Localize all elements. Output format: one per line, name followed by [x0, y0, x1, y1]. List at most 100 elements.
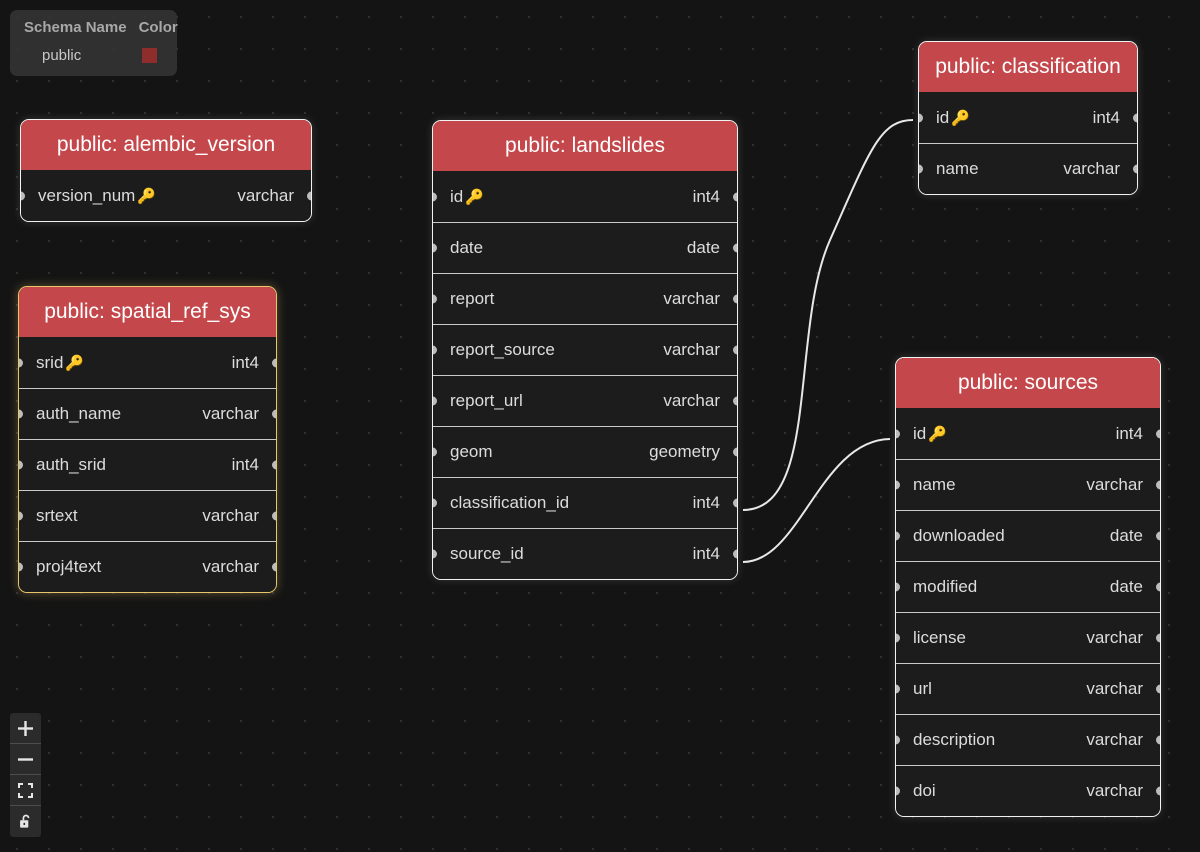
column-row[interactable]: id🔑int4 [433, 171, 737, 222]
connector-handle-right[interactable] [272, 562, 276, 572]
primary-key-icon: 🔑 [928, 426, 947, 443]
connector-handle-right[interactable] [272, 409, 276, 419]
connector-handle-left[interactable] [19, 460, 23, 470]
connector-handle-right[interactable] [733, 447, 737, 457]
connector-handle-right[interactable] [733, 294, 737, 304]
connector-handle-left[interactable] [19, 562, 23, 572]
column-name: proj4text [36, 557, 101, 577]
column-row[interactable]: modified date [896, 561, 1160, 612]
column-type: int4 [692, 186, 720, 206]
column-name: license [913, 628, 966, 648]
column-type: varchar [202, 404, 259, 423]
connector-handle-left[interactable] [896, 582, 900, 592]
schema-legend: Schema Name Color public [10, 10, 178, 76]
connector-handle-left[interactable] [19, 358, 23, 367]
connector-handle-right[interactable] [272, 511, 276, 521]
connector-handle-left[interactable] [19, 511, 23, 521]
fit-view-button[interactable] [10, 775, 41, 806]
connector-handle-left[interactable] [896, 684, 900, 694]
column-name-text: name [936, 159, 979, 178]
column-row[interactable]: id🔑int4 [919, 92, 1137, 143]
column-row[interactable]: version_num🔑varchar [21, 170, 311, 221]
connector-handle-right[interactable] [1133, 164, 1137, 174]
connector-handle-right[interactable] [272, 460, 276, 470]
connector-handle-right[interactable] [1156, 531, 1160, 541]
column-type: int4 [692, 544, 720, 563]
connector-handle-left[interactable] [21, 191, 25, 200]
connector-handle-right[interactable] [1156, 735, 1160, 745]
connector-handle-left[interactable] [19, 409, 23, 419]
connector-handle-right[interactable] [1156, 633, 1160, 643]
zoom-out-button[interactable] [10, 744, 41, 775]
connector-handle-right[interactable] [733, 396, 737, 406]
column-row[interactable]: srid🔑int4 [19, 337, 276, 388]
connector-handle-left[interactable] [433, 447, 437, 457]
lock-toggle-button[interactable] [10, 806, 41, 837]
connector-handle-left[interactable] [433, 396, 437, 406]
connector-handle-right[interactable] [1156, 480, 1160, 490]
connector-handle-right[interactable] [733, 549, 737, 559]
connector-handle-left[interactable] [919, 164, 923, 174]
connector-handle-right[interactable] [1156, 786, 1160, 796]
connector-handle-right[interactable] [1156, 582, 1160, 592]
connector-handle-right[interactable] [272, 358, 276, 367]
connector-handle-right[interactable] [1133, 113, 1137, 122]
connector-handle-left[interactable] [896, 429, 900, 438]
column-name: url [913, 679, 932, 699]
connector-handle-right[interactable] [733, 498, 737, 508]
connector-handle-right[interactable] [1156, 684, 1160, 694]
connector-handle-right[interactable] [733, 192, 737, 201]
connector-handle-left[interactable] [433, 345, 437, 355]
column-name-text: srtext [36, 506, 78, 525]
connector-handle-right[interactable] [307, 191, 311, 200]
connector-handle-left[interactable] [896, 786, 900, 796]
connector-handle-right[interactable] [1156, 429, 1160, 438]
column-name-text: report [450, 289, 495, 308]
connector-handle-left[interactable] [896, 633, 900, 643]
column-name-text: modified [913, 577, 978, 596]
table-title-sources: public: sources [896, 358, 1160, 408]
column-type: date [1109, 577, 1143, 596]
viewport-controls[interactable] [10, 713, 41, 837]
connector-handle-right[interactable] [733, 243, 737, 253]
connector-handle-left[interactable] [919, 113, 923, 122]
column-name: description [913, 730, 995, 750]
connector-handle-left[interactable] [433, 498, 437, 508]
legend-header-schema-name: Schema Name [24, 19, 127, 36]
zoom-in-button[interactable] [10, 713, 41, 744]
connector-handle-left[interactable] [896, 480, 900, 490]
column-name: name [913, 475, 956, 495]
column-row[interactable]: id🔑int4 [896, 408, 1160, 459]
connector-handle-left[interactable] [896, 735, 900, 745]
connector-handle-left[interactable] [433, 192, 437, 201]
connector-handle-left[interactable] [896, 531, 900, 541]
connector-handle-left[interactable] [433, 243, 437, 253]
connector-handle-left[interactable] [433, 549, 437, 559]
connector-handle-right[interactable] [733, 345, 737, 355]
connector-handle-left[interactable] [433, 294, 437, 304]
